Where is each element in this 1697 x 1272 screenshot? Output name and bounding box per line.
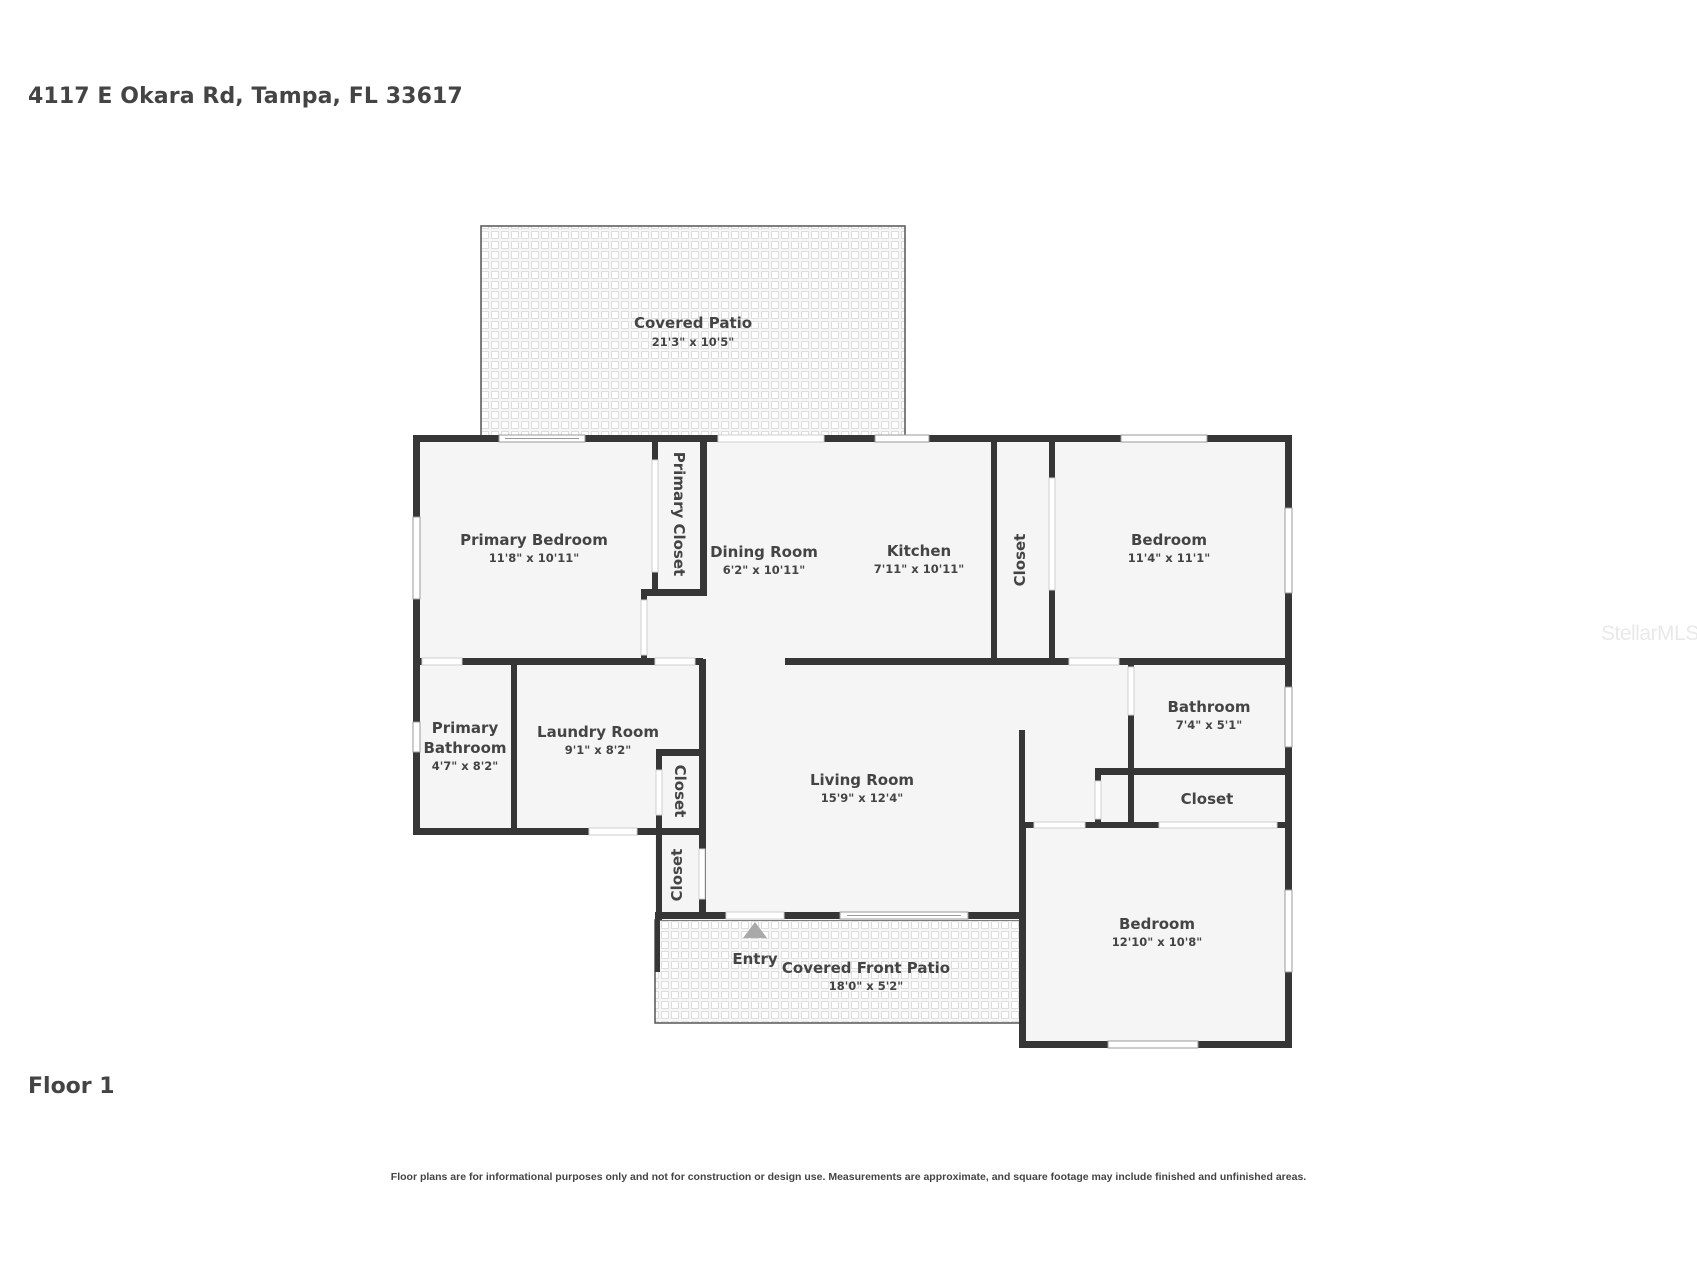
svg-text:Primary Closet: Primary Closet bbox=[670, 452, 688, 576]
svg-text:Covered Patio: Covered Patio bbox=[634, 314, 752, 332]
property-address: 4117 E Okara Rd, Tampa, FL 33617 bbox=[28, 84, 463, 109]
svg-text:Bedroom: Bedroom bbox=[1131, 531, 1207, 549]
room-laundry-closet: Closet bbox=[671, 765, 689, 818]
interior-floors bbox=[417, 440, 1285, 1045]
room-living-room: Living Room 15'9" x 12'4" bbox=[810, 771, 914, 805]
svg-text:11'4" x 11'1": 11'4" x 11'1" bbox=[1128, 551, 1210, 565]
room-bathroom: Bathroom 7'4" x 5'1" bbox=[1167, 698, 1250, 732]
svg-text:Bathroom: Bathroom bbox=[1167, 698, 1250, 716]
svg-text:21'3" x 10'5": 21'3" x 10'5" bbox=[652, 335, 734, 349]
room-primary-bathroom: Primary Bathroom 4'7" x 8'2" bbox=[423, 719, 506, 773]
svg-text:12'10" x 10'8": 12'10" x 10'8" bbox=[1112, 935, 1202, 949]
windows bbox=[412, 434, 1293, 1049]
svg-text:6'2" x 10'11": 6'2" x 10'11" bbox=[723, 563, 805, 577]
svg-text:Bedroom: Bedroom bbox=[1119, 915, 1195, 933]
svg-text:Closet: Closet bbox=[1011, 534, 1029, 587]
svg-text:Covered Front Patio: Covered Front Patio bbox=[782, 959, 950, 977]
triangle-up-icon bbox=[743, 922, 767, 938]
doorways bbox=[421, 434, 1278, 920]
entry-marker: Entry bbox=[732, 922, 778, 968]
room-bath-closet: Closet bbox=[1181, 790, 1234, 808]
svg-text:Entry: Entry bbox=[732, 950, 777, 968]
svg-text:Primary Bedroom: Primary Bedroom bbox=[460, 531, 608, 549]
svg-text:18'0" x 5'2": 18'0" x 5'2" bbox=[829, 979, 903, 993]
room-kitchen: Kitchen 7'11" x 10'11" bbox=[874, 542, 964, 576]
svg-text:Kitchen: Kitchen bbox=[887, 542, 951, 560]
disclaimer: Floor plans are for informational purpos… bbox=[390, 1171, 1307, 1183]
room-primary-closet: Primary Closet bbox=[670, 452, 688, 576]
svg-text:Laundry Room: Laundry Room bbox=[537, 723, 659, 741]
svg-text:9'1" x 8'2": 9'1" x 8'2" bbox=[565, 743, 631, 757]
room-covered-front-patio: Covered Front Patio 18'0" x 5'2" bbox=[782, 959, 950, 993]
svg-text:Living Room: Living Room bbox=[810, 771, 914, 789]
svg-text:Closet: Closet bbox=[671, 765, 689, 818]
room-covered-patio: Covered Patio 21'3" x 10'5" bbox=[634, 314, 752, 349]
svg-text:Closet: Closet bbox=[1181, 790, 1234, 808]
room-bedroom-top: Bedroom 11'4" x 11'1" bbox=[1128, 531, 1210, 565]
svg-text:15'9" x 12'4": 15'9" x 12'4" bbox=[821, 791, 903, 805]
covered-patio bbox=[480, 225, 906, 438]
room-bedroom-bottom: Bedroom 12'10" x 10'8" bbox=[1112, 915, 1202, 949]
svg-text:Dining Room: Dining Room bbox=[710, 543, 818, 561]
floor-label: Floor 1 bbox=[28, 1074, 115, 1099]
room-dining-room: Dining Room 6'2" x 10'11" bbox=[710, 543, 818, 577]
room-hall-closet: Closet bbox=[1011, 534, 1029, 587]
svg-text:7'11" x 10'11": 7'11" x 10'11" bbox=[874, 562, 964, 576]
svg-text:7'4" x 5'1": 7'4" x 5'1" bbox=[1176, 718, 1242, 732]
svg-text:11'8" x 10'11": 11'8" x 10'11" bbox=[489, 551, 579, 565]
svg-text:Primary: Primary bbox=[432, 719, 499, 737]
svg-text:4'7" x 8'2": 4'7" x 8'2" bbox=[432, 759, 498, 773]
svg-text:Closet: Closet bbox=[668, 849, 686, 902]
room-front-closet: Closet bbox=[668, 849, 686, 902]
svg-text:Bathroom: Bathroom bbox=[423, 739, 506, 757]
room-primary-bedroom: Primary Bedroom 11'8" x 10'11" bbox=[460, 531, 608, 565]
room-laundry-room: Laundry Room 9'1" x 8'2" bbox=[537, 723, 659, 757]
watermark: StellarMLS bbox=[1601, 622, 1697, 645]
